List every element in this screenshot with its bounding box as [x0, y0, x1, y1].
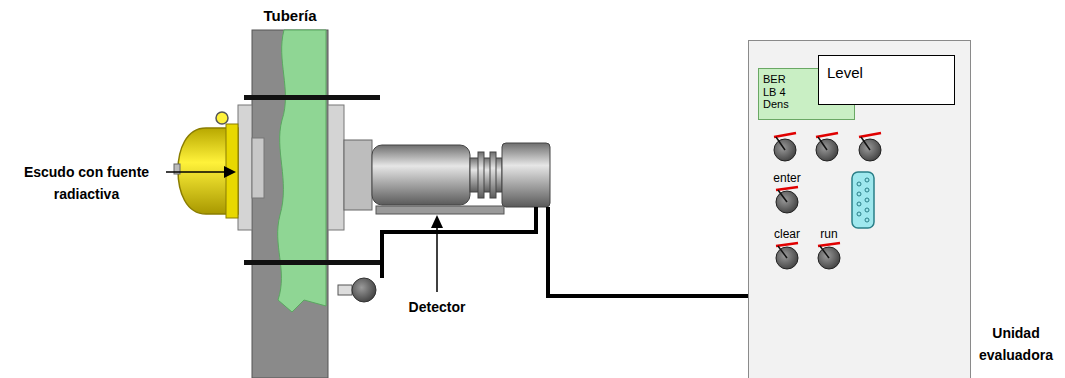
serial-connector	[852, 172, 874, 228]
evaluation-unit: Unidad evaluadoraBER LB 4 DensLevel	[748, 40, 970, 378]
button-label: clear	[765, 225, 809, 244]
temperature-sensor	[352, 278, 376, 302]
clamp-bar	[244, 260, 380, 265]
unit-heading: Unidad evaluadora	[974, 322, 1058, 367]
display-text: Level	[827, 64, 946, 82]
detector-ring	[490, 152, 496, 198]
detector-body	[372, 145, 470, 205]
sensor-stem	[338, 285, 352, 295]
shield-ring	[216, 112, 228, 124]
leader-line	[436, 226, 438, 292]
arrow-head	[431, 215, 443, 228]
unit-panel	[749, 41, 971, 378]
flange-plate	[328, 105, 344, 230]
detector-neck	[470, 158, 502, 192]
detector-ring	[478, 152, 484, 198]
flange-block	[252, 138, 264, 198]
pipe-label: Tubería	[238, 4, 342, 28]
flange-block	[344, 140, 372, 210]
clamp-bar	[244, 95, 380, 100]
flange-plate	[238, 105, 252, 230]
cable	[382, 207, 536, 278]
shield-label: Escudo con fuente radiactiva	[4, 161, 169, 206]
pipe-wall	[252, 30, 328, 378]
arrow-head	[224, 166, 236, 178]
display-box: Level	[818, 55, 955, 105]
buttons	[774, 133, 881, 269]
fluid	[278, 30, 326, 312]
detector-label: Detector	[392, 296, 482, 318]
cable	[548, 207, 748, 296]
button-label: enter	[765, 169, 809, 188]
detector-head	[502, 143, 550, 207]
display-text: BER LB 4 Dens	[763, 73, 797, 111]
button-label: run	[807, 225, 851, 244]
detector-rail	[376, 206, 504, 214]
leader-line	[166, 171, 226, 173]
